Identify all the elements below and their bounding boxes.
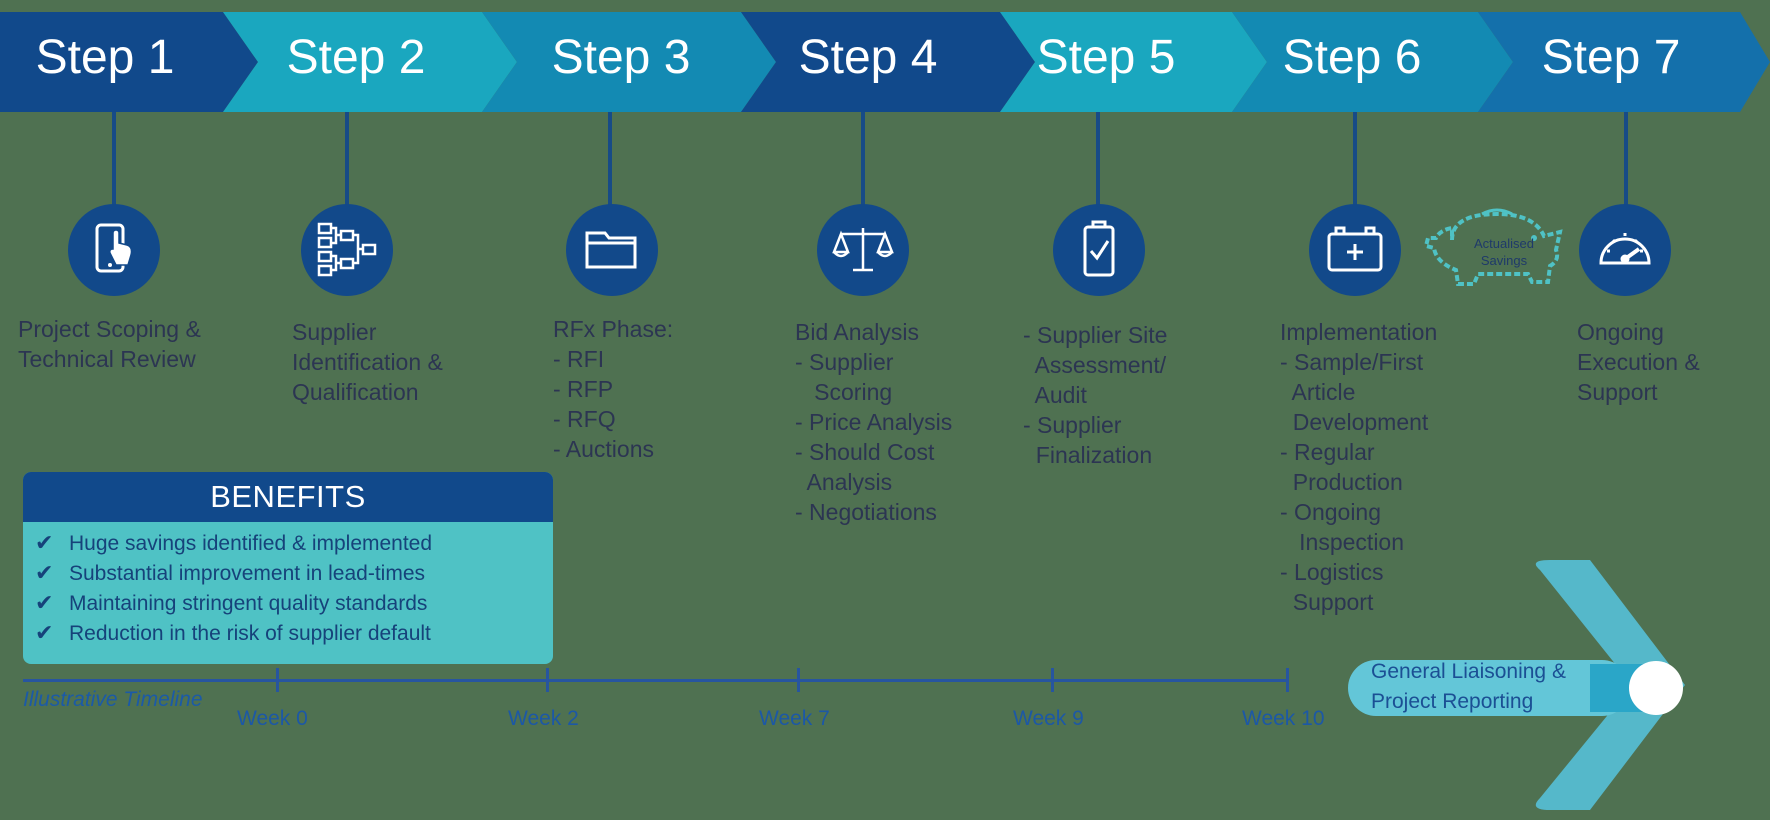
step-6-label: Step 6 [1282,31,1422,84]
check-icon: ✔ [35,560,54,585]
timeline-tick [276,668,279,692]
step-5-connector [1096,112,1100,212]
step-5-description: - Supplier Site Assessment/ Audit - Supp… [1023,322,1168,468]
timeline-label: Illustrative Timeline [23,688,203,711]
step-2-label: Step 2 [286,31,426,84]
timeline-tick [1286,668,1289,692]
benefit-item: ✔ Substantial improvement in lead-times [35,560,425,587]
battery-check-icon [1053,204,1145,296]
step-2-connector [345,112,349,212]
scales-icon [817,204,909,296]
week-label: Week 10 [1242,707,1325,730]
benefit-text: Substantial improvement in lead-times [69,562,425,585]
chevron-step-1 [0,12,258,112]
week-label: Week 7 [759,707,830,730]
tablet-touch-icon [68,204,160,296]
first-aid-kit-icon [1309,204,1401,296]
chevron-step-3 [482,12,776,112]
piggy-bank-icon [1423,208,1563,286]
step-4-connector [861,112,865,212]
benefits-panel: BENEFITS ✔ Huge savings identified & impl… [23,472,553,664]
week-label: Week 0 [237,707,308,730]
actualised-savings-label: Actualised Savings [1474,236,1534,268]
chevron-step-7 [1478,12,1770,112]
liaison-end-circle [1629,661,1683,715]
step-1-description: Project Scoping & Technical Review [18,316,201,372]
step-1-label: Step 1 [35,31,175,84]
step-7-connector [1624,112,1628,212]
benefit-item: ✔ Reduction in the risk of supplier defau… [35,620,431,647]
week-label: Week 2 [508,707,579,730]
chevron-step-4 [741,12,1035,112]
chevron-step-6 [1232,12,1513,112]
chevron-step-5 [1000,12,1267,112]
benefits-title: BENEFITS [23,472,553,522]
benefit-item: ✔ Huge savings identified & implemented [35,530,432,557]
step-3-connector [608,112,612,212]
step-3-label: Step 3 [551,31,691,84]
benefit-text: Reduction in the risk of supplier defaul… [69,622,431,645]
step-3-description: RFx Phase: - RFI - RFP - RFQ - Auctions [553,316,674,462]
step-6-description: Implementation - Sample/First Article De… [1280,319,1438,615]
liaison-arrow [1348,560,1685,810]
check-icon: ✔ [35,620,54,645]
benefit-text: Maintaining stringent quality standards [69,592,428,615]
check-icon: ✔ [35,590,54,615]
benefit-text: Huge savings identified & implemented [69,532,433,555]
step-1-connector [112,112,116,212]
step-6-connector [1353,112,1357,212]
step-4-description: Bid Analysis - Supplier Scoring - Price … [795,319,953,525]
timeline-tick [546,668,549,692]
timeline-tick [797,668,800,692]
week-label: Week 9 [1013,707,1084,730]
benefit-item: ✔ Maintaining stringent quality standards [35,590,427,617]
step-7-description: Ongoing Execution & Support [1577,319,1700,405]
org-chart-icon [301,204,393,296]
step-7-label: Step 7 [1541,31,1681,84]
check-icon: ✔ [35,530,54,555]
timeline-tick [1051,668,1054,692]
step-chevron-banner [0,12,1770,112]
step-4-label: Step 4 [798,31,938,84]
folder-icon [566,204,658,296]
speedometer-icon [1579,204,1671,296]
liaison-label: General Liaisoning & Project Reporting [1371,660,1566,713]
step-5-label: Step 5 [1036,31,1176,84]
chevron-step-2 [223,12,517,112]
step-2-description: Supplier Identification & Qualification [292,319,443,405]
timeline-axis [23,679,1289,682]
